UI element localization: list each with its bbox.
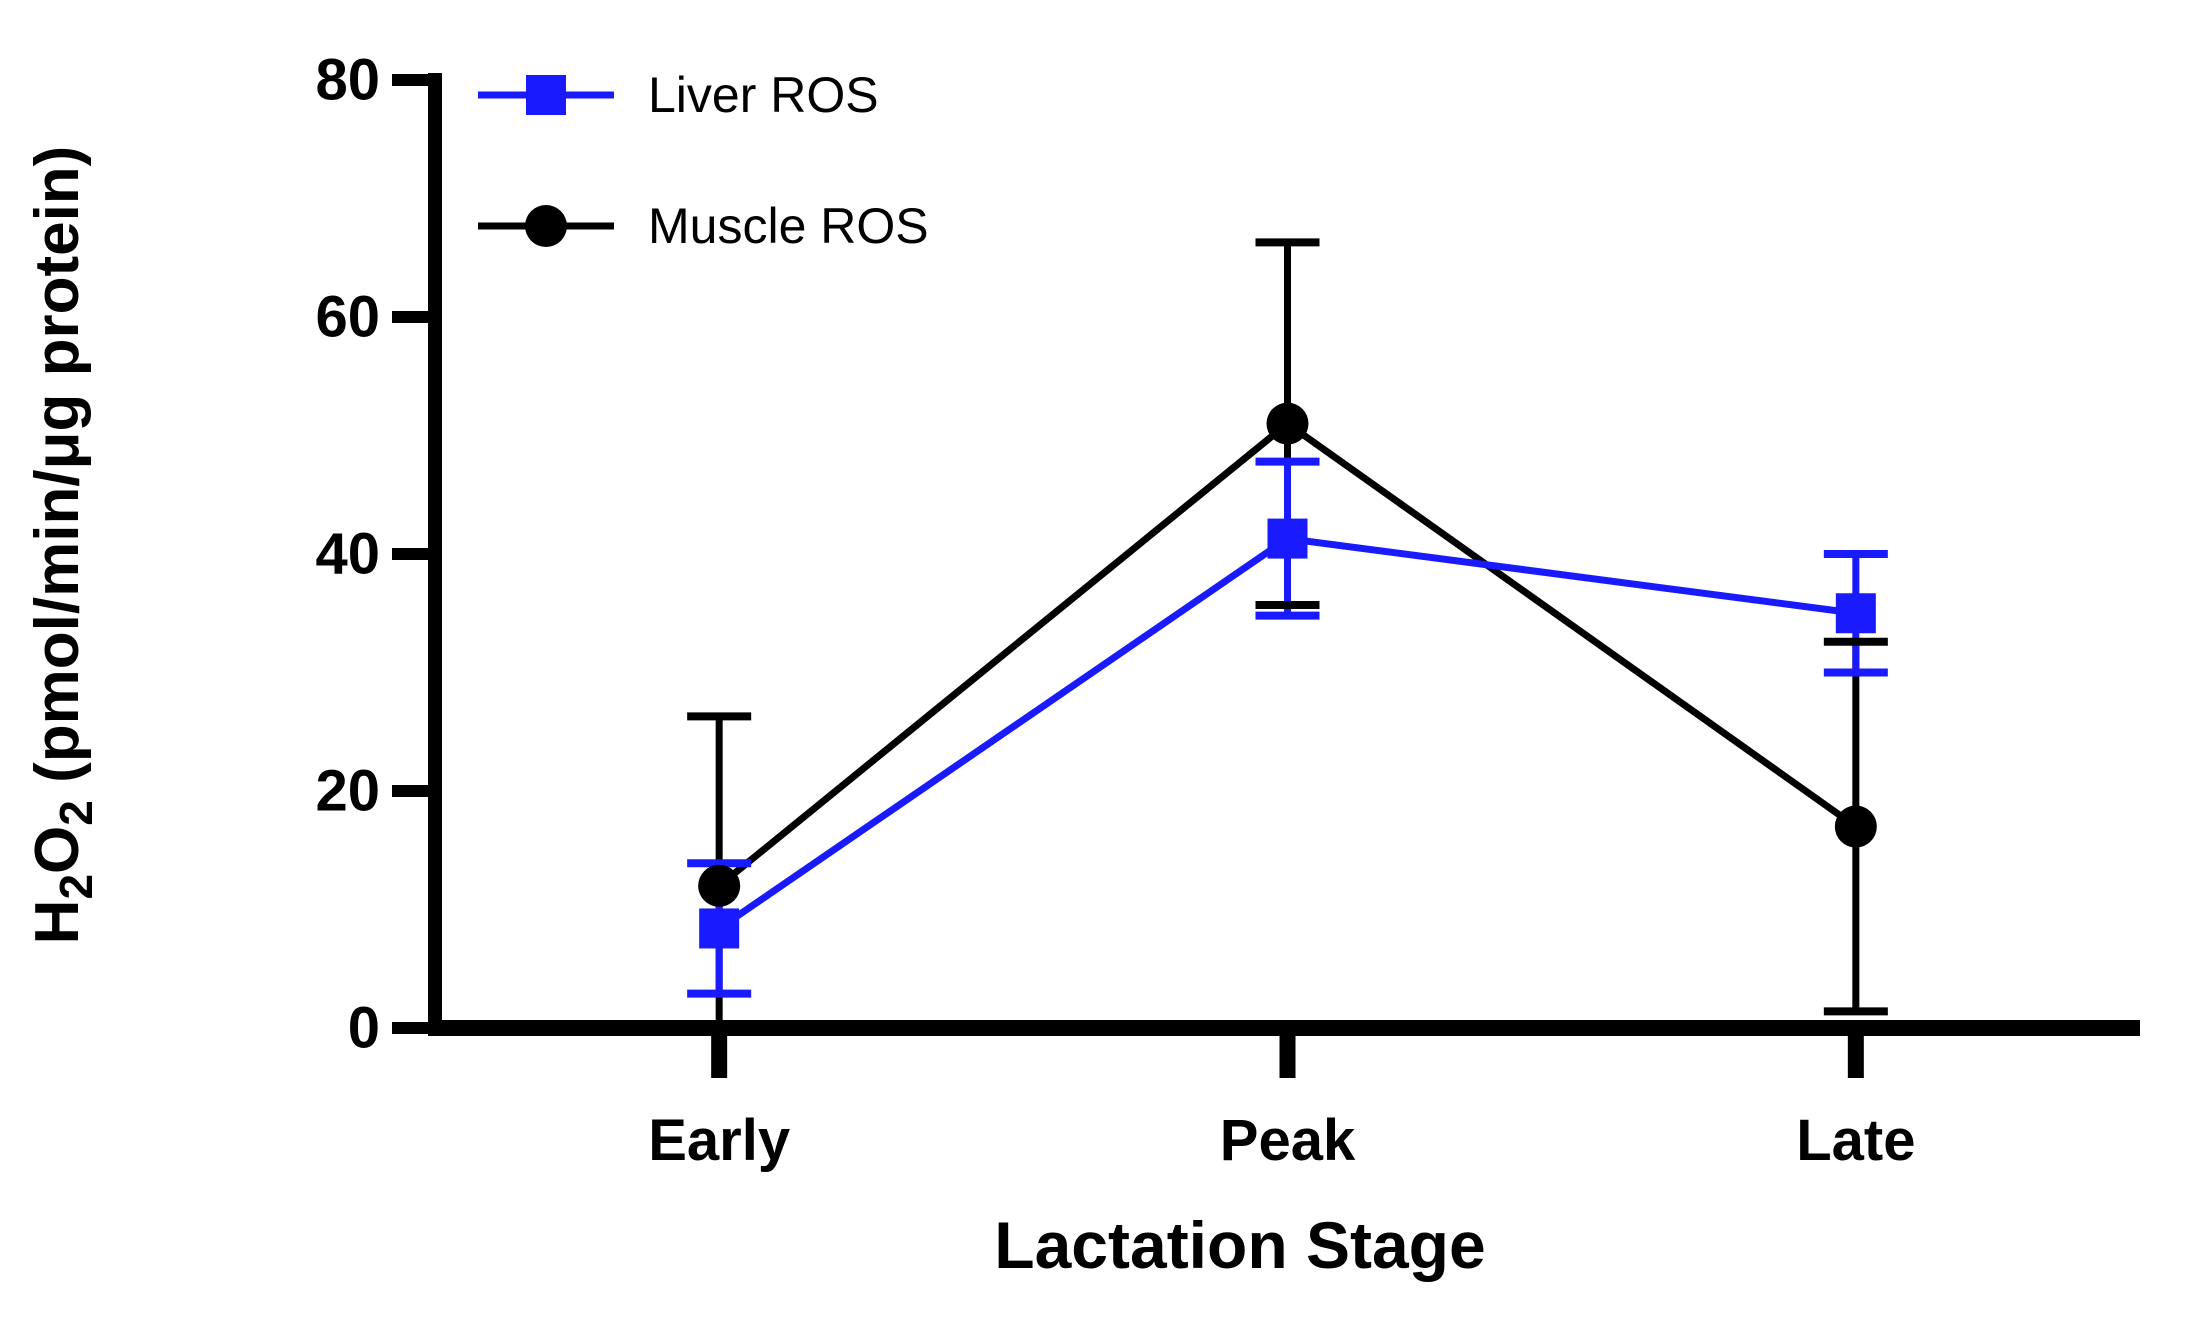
marker-square-liver-ros <box>1267 518 1308 559</box>
marker-circle-muscle-ros <box>1834 805 1877 848</box>
y-tick-label: 20 <box>315 759 380 824</box>
legend-muscle-circle-icon <box>525 205 567 247</box>
legend-muscle-label: Muscle ROS <box>648 198 929 254</box>
y-tick-label: 0 <box>348 996 380 1061</box>
legend-item-liver-ros: Liver ROS <box>478 67 879 123</box>
legend-item-muscle-ros: Muscle ROS <box>478 198 929 254</box>
y-tick-label: 80 <box>315 48 380 113</box>
series-markers-layer <box>687 238 1888 1016</box>
marker-circle-muscle-ros <box>698 864 741 907</box>
y-tick-label: 40 <box>315 522 380 587</box>
y-axis-title: H2O2 (pmol/min/μg protein) <box>23 146 102 945</box>
legend-liver-label: Liver ROS <box>648 67 879 123</box>
y-tick-label: 60 <box>315 285 380 350</box>
legend-liver-square-icon <box>526 75 566 115</box>
marker-circle-muscle-ros <box>1266 402 1309 445</box>
x-category-label: Early <box>648 1108 790 1173</box>
legend: Liver ROS Muscle ROS <box>478 67 929 254</box>
x-ticks-layer: Early Peak Late <box>648 1036 1915 1173</box>
x-category-label: Late <box>1796 1108 1915 1173</box>
y-ticks-layer: 0 20 40 60 80 <box>315 48 435 1061</box>
x-axis-title: Lactation Stage <box>994 1208 1485 1282</box>
marker-square-liver-ros <box>1835 593 1876 634</box>
marker-square-liver-ros <box>699 908 740 949</box>
error-bars-layer <box>715 242 1860 1028</box>
x-category-label: Peak <box>1220 1108 1356 1173</box>
